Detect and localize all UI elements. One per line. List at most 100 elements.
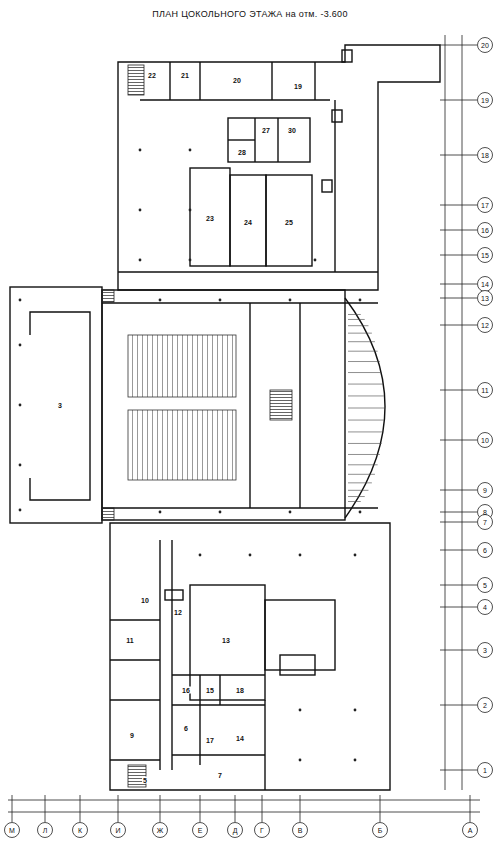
axis-label: Г bbox=[260, 827, 264, 834]
room-number: 19 bbox=[293, 83, 303, 90]
axis-bubble bbox=[5, 823, 20, 838]
axis-label: 6 bbox=[483, 547, 487, 554]
axis-label: 8 bbox=[483, 509, 487, 516]
axis-bubble bbox=[228, 823, 243, 838]
room-number: 18 bbox=[235, 687, 245, 694]
axis-bubble bbox=[478, 483, 493, 498]
axis-label: М bbox=[9, 827, 15, 834]
axis-bubble bbox=[478, 291, 493, 306]
stair-tread bbox=[348, 474, 375, 475]
stair-tread bbox=[348, 408, 384, 409]
stair-tread bbox=[348, 443, 382, 444]
column bbox=[159, 299, 162, 302]
column bbox=[19, 404, 22, 407]
axis-label: 3 bbox=[483, 647, 487, 654]
axis-bubble bbox=[478, 578, 493, 593]
column bbox=[189, 209, 192, 212]
axis-label: А bbox=[468, 827, 473, 834]
column bbox=[159, 511, 162, 514]
axis-label: 1 bbox=[483, 767, 487, 774]
stair-tread bbox=[348, 496, 365, 497]
axis-bubble bbox=[478, 643, 493, 658]
axis-tick bbox=[440, 770, 477, 771]
axis-tick bbox=[235, 795, 236, 822]
axis-label: 9 bbox=[483, 487, 487, 494]
axis-label: Д bbox=[233, 827, 238, 834]
column bbox=[19, 299, 22, 302]
room-number: 7 bbox=[217, 772, 223, 779]
axis-label: 17 bbox=[481, 202, 489, 209]
axis-bubble bbox=[478, 763, 493, 778]
axis-bubble bbox=[293, 823, 308, 838]
axis-label: 15 bbox=[481, 252, 489, 259]
axis-tick bbox=[440, 325, 477, 326]
stair-tread bbox=[348, 314, 361, 315]
axis-bubble bbox=[193, 823, 208, 838]
axis-tick bbox=[440, 100, 477, 101]
axis-tick bbox=[440, 512, 477, 513]
axis-tick bbox=[160, 795, 161, 822]
axis-tick bbox=[200, 795, 201, 822]
axis-tick bbox=[45, 795, 46, 822]
axis-tick bbox=[300, 795, 301, 822]
room-number: 10 bbox=[140, 597, 150, 604]
axis-label: К bbox=[78, 827, 82, 834]
plan-title: ПЛАН ЦОКОЛЬНОГО ЭТАЖА на отм. -3.600 bbox=[152, 10, 347, 19]
axis-tick bbox=[118, 795, 119, 822]
axis-bubble bbox=[478, 93, 493, 108]
room-number: 11 bbox=[125, 637, 134, 644]
column bbox=[189, 149, 192, 152]
room-number: 14 bbox=[235, 735, 245, 742]
axis-bubble bbox=[478, 600, 493, 615]
column bbox=[289, 511, 292, 514]
column bbox=[354, 554, 357, 557]
axis-label: 11 bbox=[481, 387, 488, 394]
axis-tick bbox=[440, 155, 477, 156]
room-number: 25 bbox=[284, 219, 294, 226]
column bbox=[314, 259, 317, 262]
axis-label: 19 bbox=[481, 97, 489, 104]
axis-bubble bbox=[478, 38, 493, 53]
room-number: 15 bbox=[205, 687, 215, 694]
axis-bubble bbox=[478, 698, 493, 713]
axis-label: 16 bbox=[481, 227, 489, 234]
axis-tick bbox=[440, 490, 477, 491]
room-number: 28 bbox=[237, 149, 247, 156]
axis-label: 10 bbox=[481, 437, 489, 444]
column bbox=[354, 759, 357, 762]
axis-bubble bbox=[478, 223, 493, 238]
stair-tread bbox=[348, 490, 368, 491]
axis-tick bbox=[440, 705, 477, 706]
axis-tick bbox=[12, 795, 13, 822]
axis-label: 4 bbox=[483, 604, 487, 611]
room-number: 30 bbox=[287, 127, 297, 134]
stair-tread bbox=[348, 319, 365, 320]
column bbox=[199, 554, 202, 557]
room-number: 3 bbox=[57, 402, 63, 409]
axis-label: 5 bbox=[483, 582, 487, 589]
axis-label: В bbox=[298, 827, 303, 834]
stair-tread bbox=[348, 384, 383, 385]
axis-tick bbox=[440, 607, 477, 608]
axis-tick bbox=[440, 298, 477, 299]
axis-bubble bbox=[255, 823, 270, 838]
room-number: 9 bbox=[129, 732, 135, 739]
axis-tick bbox=[440, 440, 477, 441]
axis-bubble bbox=[478, 148, 493, 163]
axis-label: 12 bbox=[481, 322, 489, 329]
axis-bubble bbox=[38, 823, 53, 838]
axis-tick bbox=[262, 795, 263, 822]
axis-bubble bbox=[478, 433, 493, 448]
room-number: 12 bbox=[173, 609, 183, 616]
room-number: 27 bbox=[261, 127, 271, 134]
column bbox=[139, 209, 142, 212]
column bbox=[249, 554, 252, 557]
axis-label: Л bbox=[43, 827, 48, 834]
axis-bubble bbox=[373, 823, 388, 838]
room-number: 13 bbox=[221, 637, 231, 644]
room-number: 17 bbox=[205, 737, 215, 744]
axis-bubble bbox=[478, 543, 493, 558]
axis-label: Ж bbox=[157, 827, 163, 834]
axis-label: Е bbox=[198, 827, 203, 834]
